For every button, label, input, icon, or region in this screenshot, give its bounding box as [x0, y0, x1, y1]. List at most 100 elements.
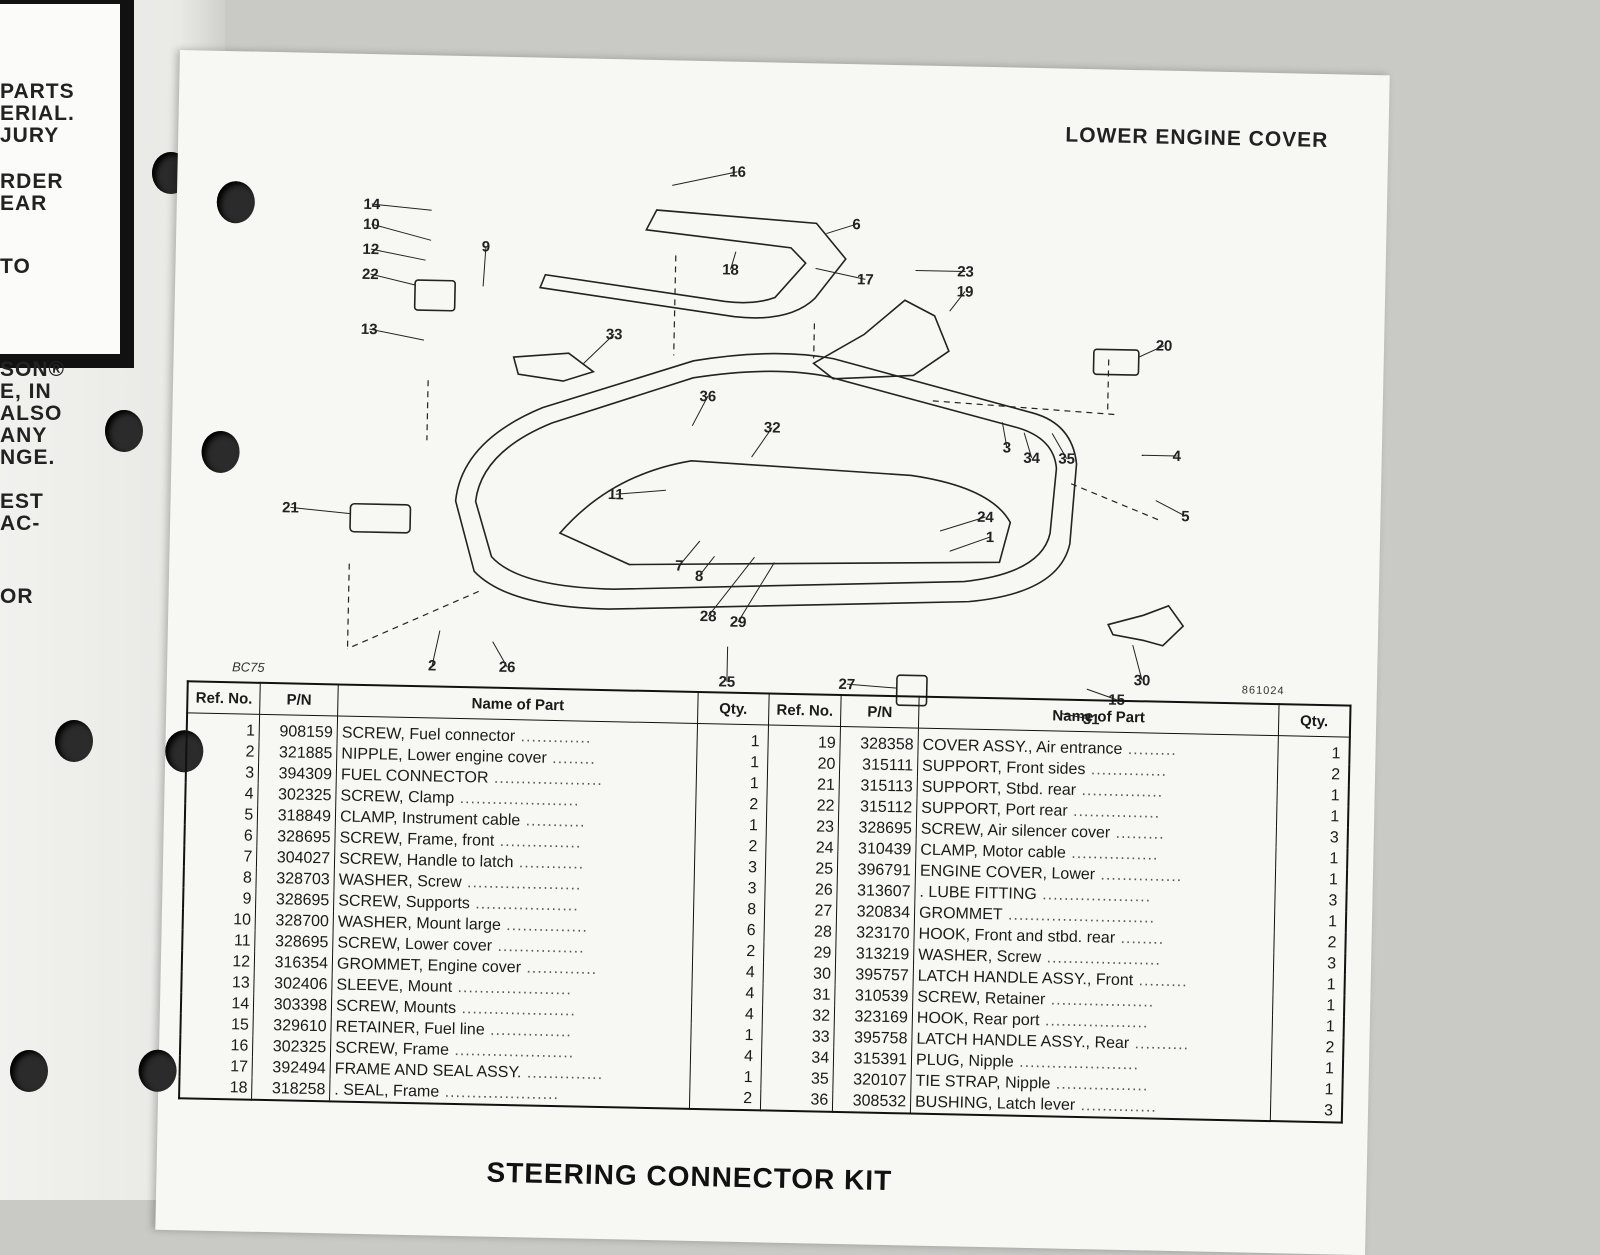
- previous-page-fragment: EAR: [0, 192, 48, 215]
- part-number-cell: 302406: [254, 972, 333, 996]
- ref-no-cell: 25: [765, 857, 838, 880]
- leader-dots: ...........................: [1002, 906, 1156, 927]
- quantity-text: 3: [1328, 892, 1338, 910]
- part-number-text: 315391: [853, 1050, 908, 1069]
- callout-21: 21: [282, 499, 299, 516]
- figure-code: BC75: [231, 659, 265, 675]
- ref-no-cell: 8: [183, 866, 257, 889]
- ref-no-text: 20: [817, 755, 836, 773]
- ref-no-text: 18: [229, 1079, 248, 1097]
- quantity-text: 1: [1326, 976, 1336, 994]
- ref-no-text: 6: [243, 827, 253, 845]
- callout-leader-line: [730, 251, 737, 270]
- quantity-text: 1: [1331, 745, 1341, 763]
- quantity-text: 3: [1323, 1102, 1334, 1120]
- callout-leader-line: [939, 516, 986, 532]
- part-number-text: 313219: [855, 945, 910, 964]
- quantity-text: 6: [746, 922, 756, 940]
- callout-leader-line: [290, 506, 351, 515]
- leader-dots: .................: [1050, 1075, 1149, 1095]
- part-number-cell: 310439: [837, 837, 917, 861]
- callout-15: 15: [1108, 692, 1125, 709]
- part-number-cell: 310539: [834, 984, 914, 1008]
- ref-no-cell: 18: [179, 1076, 253, 1100]
- col-qty: Qty.: [697, 691, 770, 725]
- ref-no-cell: 24: [765, 836, 839, 859]
- quantity-cell: 1: [1276, 805, 1348, 827]
- callout-13: 13: [361, 321, 378, 338]
- ref-no-cell: 22: [766, 794, 840, 817]
- part-name-text: SCREW, Lower cover: [337, 934, 493, 955]
- previous-page-fragment: JURY: [0, 124, 60, 147]
- part-number-cell: 323170: [836, 921, 915, 945]
- part-name-text: HOOK, Front and stbd. rear: [918, 925, 1116, 947]
- quantity-cell: 1: [696, 723, 769, 753]
- quantity-cell: 4: [691, 981, 764, 1005]
- callout-3: 3: [1002, 439, 1011, 456]
- callout-34: 34: [1023, 450, 1041, 467]
- callout-leader-line: [370, 248, 426, 261]
- quantity-cell: 3: [1276, 826, 1348, 848]
- previous-page-fragment: PARTS: [0, 80, 75, 103]
- quantity-text: 1: [1330, 808, 1340, 826]
- part-number-text: 302325: [277, 786, 332, 805]
- col-qty: Qty.: [1278, 704, 1351, 738]
- callout-leader-line: [370, 273, 416, 286]
- col-pn: P/N: [259, 682, 339, 716]
- callout-22: 22: [362, 266, 379, 283]
- quantity-cell: 1: [1274, 910, 1346, 932]
- quantity-text: 1: [1324, 1081, 1334, 1099]
- part-number-text: 315111: [861, 756, 914, 775]
- part-name-text: SCREW, Frame, front: [339, 829, 495, 850]
- ref-no-text: 16: [230, 1037, 249, 1055]
- ref-no-cell: 12: [181, 950, 255, 973]
- part-number-cell: 321885: [258, 741, 338, 765]
- callout-leader-line: [826, 223, 857, 235]
- quantity-cell: 3: [694, 855, 766, 879]
- callout-leader-line: [1155, 500, 1186, 517]
- part-name-text: SCREW, Frame: [335, 1039, 450, 1059]
- callout-leader-line: [698, 555, 715, 577]
- quantity-text: 2: [743, 1090, 753, 1108]
- ref-no-cell: 1: [186, 712, 260, 742]
- part-name-text: SCREW, Clamp: [340, 787, 455, 807]
- col-pn: P/N: [840, 694, 920, 729]
- part-number-text: 321885: [278, 744, 333, 763]
- part-number-text: 328700: [275, 912, 330, 931]
- part-name-text: WASHER, Mount large: [337, 913, 502, 934]
- quantity-text: 4: [743, 1048, 754, 1066]
- leader-dots: ...............: [500, 916, 589, 936]
- part-number-text: 396791: [857, 861, 912, 880]
- quantity-text: 1: [748, 817, 759, 835]
- part-number-text: 316354: [274, 954, 329, 973]
- part-name-text: GROMMET, Engine cover: [336, 955, 522, 977]
- quantity-cell: 1: [696, 750, 768, 774]
- ref-no-text: 24: [815, 839, 834, 857]
- part-name-text: GROMMET: [918, 904, 1003, 924]
- ref-no-text: 19: [817, 734, 836, 752]
- quantity-text: 1: [1325, 1018, 1335, 1036]
- grommet: [895, 674, 928, 707]
- quantity-cell: 3: [693, 876, 766, 900]
- ref-no-text: 30: [812, 965, 832, 983]
- part-number-cell: 302325: [252, 1035, 331, 1059]
- quantity-cell: 1: [1272, 1015, 1344, 1037]
- callout-8: 8: [695, 568, 704, 585]
- quantity-text: 1: [749, 775, 759, 793]
- callout-17: 17: [857, 271, 874, 288]
- part-number-cell: 394309: [258, 762, 337, 786]
- ref-no-cell: 28: [763, 920, 837, 943]
- ref-no-text: 2: [245, 743, 255, 761]
- quantity-cell: 1: [1277, 784, 1349, 806]
- punch-hole: [138, 1049, 178, 1093]
- previous-page-fragment: ALSO: [0, 402, 63, 425]
- quantity-text: 1: [1328, 871, 1339, 889]
- quantity-cell: 2: [1274, 931, 1346, 953]
- part-number-cell: 316354: [254, 951, 333, 975]
- callout-19: 19: [957, 283, 974, 300]
- quantity-text: 8: [747, 901, 757, 919]
- part-number-text: 302406: [273, 975, 328, 994]
- leader-dots: ........: [546, 749, 596, 768]
- leader-dots: ..........: [1129, 1035, 1190, 1054]
